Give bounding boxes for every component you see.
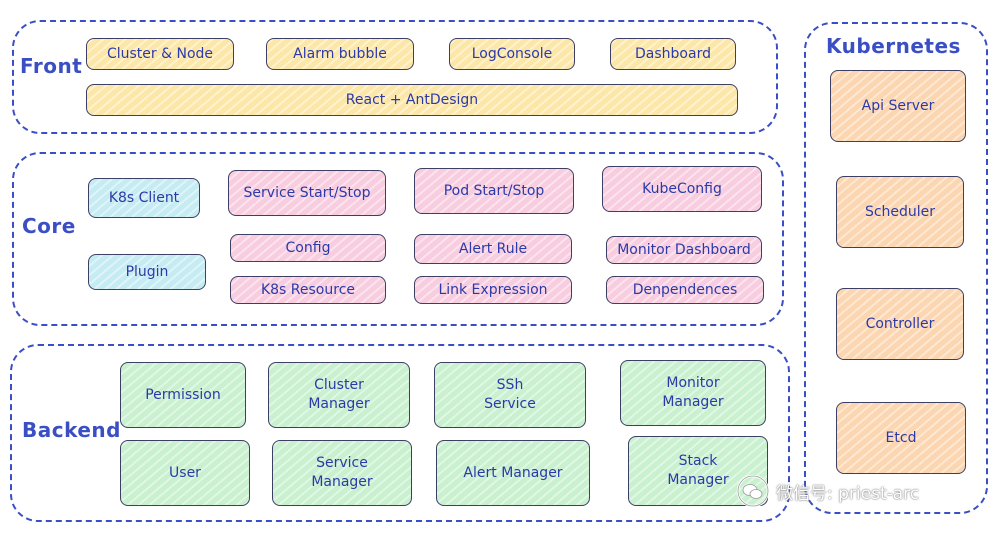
wechat-watermark: 微信号: priest-arc xyxy=(736,474,919,508)
backend-layer xyxy=(10,344,790,522)
service-start-stop-box: Service Start/Stop xyxy=(228,170,386,216)
scheduler-box: Scheduler xyxy=(836,176,964,248)
config-box: Config xyxy=(230,234,386,262)
etcd-box: Etcd xyxy=(836,402,966,474)
alert-manager-box: Alert Manager xyxy=(436,440,590,506)
cluster-manager-box: Cluster Manager xyxy=(268,362,410,428)
dependences-box: Denpendences xyxy=(606,276,764,304)
core-layer xyxy=(12,152,784,326)
api-server-box: Api Server xyxy=(830,70,966,142)
react-antdesign-box: React + AntDesign xyxy=(86,84,738,116)
k8s-resource-box: K8s Resource xyxy=(230,276,386,304)
alert-rule-box: Alert Rule xyxy=(414,234,572,264)
kubeconfig-box: KubeConfig xyxy=(602,166,762,212)
front-layer xyxy=(12,20,778,134)
monitor-manager-box: Monitor Manager xyxy=(620,360,766,426)
service-manager-box: Service Manager xyxy=(272,440,412,506)
link-expression-box: Link Expression xyxy=(414,276,572,304)
front-layer-label: Front xyxy=(20,54,83,78)
core-layer-label: Core xyxy=(22,214,76,238)
wechat-icon xyxy=(736,474,770,508)
backend-layer-label: Backend xyxy=(22,418,121,442)
cluster-node-box: Cluster & Node xyxy=(86,38,234,70)
alarm-bubble-box: Alarm bubble xyxy=(266,38,414,70)
permission-box: Permission xyxy=(120,362,246,428)
user-box: User xyxy=(120,440,250,506)
kubernetes-layer xyxy=(804,22,988,514)
k8s-client-box: K8s Client xyxy=(88,178,200,218)
kubernetes-layer-label: Kubernetes xyxy=(826,34,961,58)
stack-manager-box: Stack Manager xyxy=(628,436,768,506)
pod-start-stop-box: Pod Start/Stop xyxy=(414,168,574,214)
dashboard-box: Dashboard xyxy=(610,38,736,70)
log-console-box: LogConsole xyxy=(449,38,575,70)
plugin-box: Plugin xyxy=(88,254,206,290)
controller-box: Controller xyxy=(836,288,964,360)
ssh-service-box: SSh Service xyxy=(434,362,586,428)
watermark-text: 微信号: priest-arc xyxy=(776,483,920,504)
monitor-dashboard-box: Monitor Dashboard xyxy=(606,236,762,264)
